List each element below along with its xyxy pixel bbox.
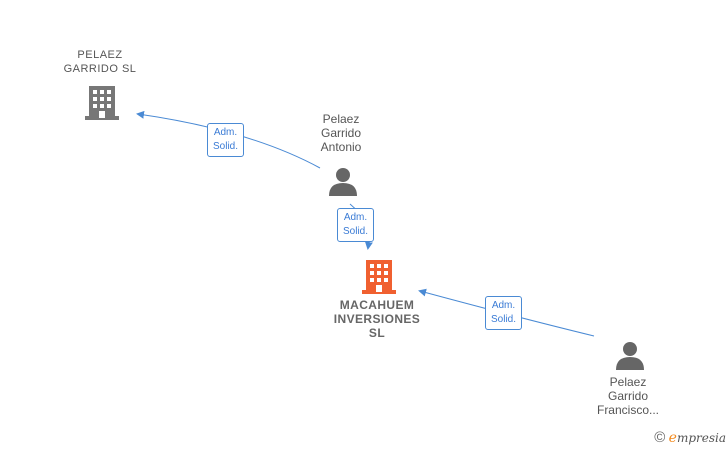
edge-label-box[interactable]: Adm. Solid. — [207, 123, 245, 157]
person-icon[interactable] — [615, 340, 645, 370]
node-label-francisco[interactable]: Pelaez Garrido Francisco... — [586, 375, 670, 417]
edge-label-line: Solid. — [213, 141, 239, 152]
node-label-line: MACAHUEM — [339, 298, 415, 312]
edge-label-line: Adm. — [491, 300, 516, 311]
building-icon[interactable] — [85, 84, 119, 120]
brand-footer: © empresia — [654, 429, 726, 446]
edge-label-line: Solid. — [491, 314, 517, 325]
node-label-antonio[interactable]: Pelaez Garrido Antonio — [300, 112, 382, 154]
building-icon[interactable] — [362, 258, 396, 294]
node-label-line: INVERSIONES — [333, 312, 421, 326]
node-label-line: Francisco... — [596, 403, 659, 417]
edge-label-line: Adm. — [213, 127, 238, 138]
node-label-macahuem[interactable]: MACAHUEM INVERSIONES SL — [320, 298, 434, 340]
node-label-line: Antonio — [320, 140, 362, 154]
edge-label-box[interactable]: Adm. Solid. — [485, 296, 523, 330]
brand-logo-text: mpresia — [676, 431, 726, 445]
node-label-line: GARRIDO SL — [63, 63, 137, 75]
copyright-icon: © — [654, 429, 666, 446]
node-label-line: Garrido — [607, 389, 648, 403]
node-label-line: Pelaez — [322, 112, 360, 126]
person-icon[interactable] — [328, 166, 358, 196]
edge-label-box[interactable]: Adm. Solid. — [337, 208, 375, 242]
node-label-line: Garrido — [320, 126, 361, 140]
node-label-line: Pelaez — [609, 375, 647, 389]
edge-label-line: Solid. — [343, 226, 369, 237]
node-label-pelaez-sl[interactable]: PELAEZ GARRIDO SL — [50, 48, 150, 76]
brand-logo-letter: e — [668, 430, 677, 446]
node-label-line: SL — [368, 326, 386, 340]
node-label-line: PELAEZ — [77, 49, 123, 61]
edge-label-line: Adm. — [343, 212, 368, 223]
